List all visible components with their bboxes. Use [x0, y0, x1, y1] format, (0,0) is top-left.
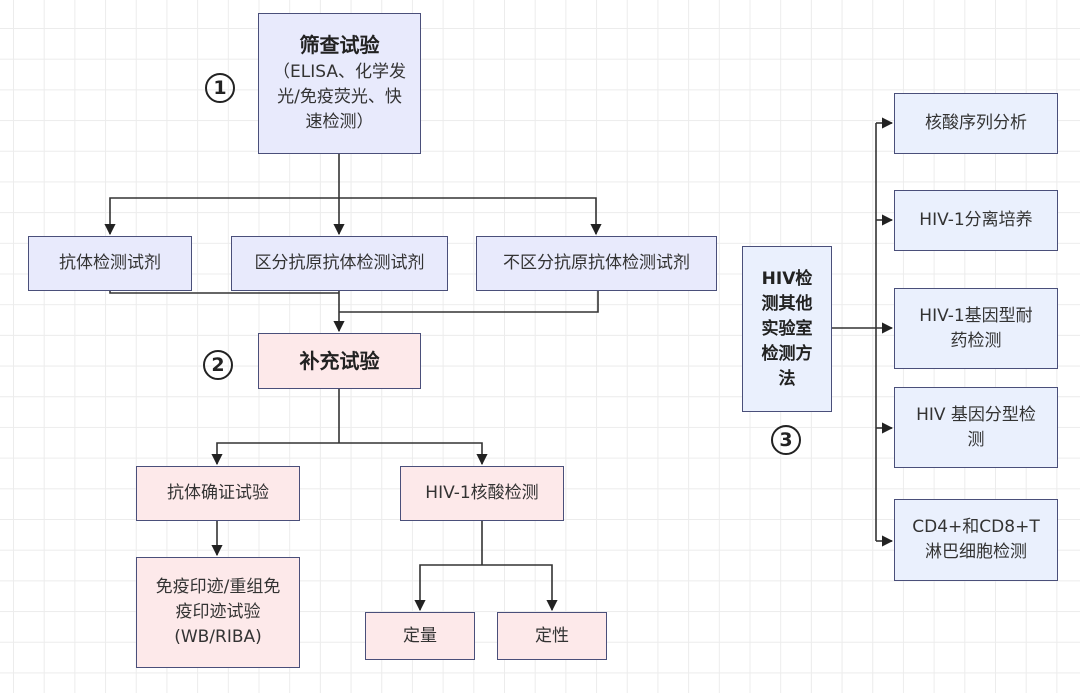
genotyping-node[interactable]: HIV 基因分型检 测: [894, 387, 1058, 468]
nucleic-test-label: HIV-1核酸检测: [425, 483, 539, 503]
genotyping-line: 测: [967, 429, 985, 450]
screening-title: 筛查试验: [299, 32, 380, 57]
nondistinguish-reagent-node[interactable]: 不区分抗原抗体检测试剂: [476, 236, 717, 291]
connector-to-antibody-confirm: [211, 442, 339, 466]
wb-line: (WB/RIBA): [174, 627, 262, 647]
other-methods-line: 实验室: [761, 318, 813, 339]
sequence-analysis-node[interactable]: 核酸序列分析: [894, 93, 1058, 154]
screening-detail-line: （ELISA、化学发: [273, 61, 406, 82]
antibody-reagent-node[interactable]: 抗体检测试剂: [28, 236, 192, 291]
cd4-cd8-line: 淋巴细胞检测: [925, 542, 1027, 562]
connector-to-quantitative: [414, 564, 482, 612]
distinguish-reagent-node[interactable]: 区分抗原抗体检测试剂: [231, 236, 448, 291]
sequence-analysis-label: 核酸序列分析: [925, 113, 1027, 133]
nucleic-test-node[interactable]: HIV-1核酸检测: [400, 466, 564, 521]
qualitative-node[interactable]: 定性: [497, 612, 607, 660]
other-methods-line: HIV检: [761, 268, 813, 289]
antibody-confirm-node[interactable]: 抗体确证试验: [136, 466, 300, 521]
connector-nondistinguish-to-supp: [339, 290, 599, 313]
other-methods-node[interactable]: HIV检 测其他 实验室 检测方 法: [742, 246, 832, 412]
isolation-culture-label: HIV-1分离培养: [919, 210, 1033, 230]
step-marker-3: 3: [771, 425, 801, 455]
wb-line: 疫印迹试验: [175, 602, 261, 622]
step-marker-1: 1: [205, 73, 235, 103]
connector-to-nondistinguish-reagent: [339, 197, 602, 236]
quantitative-label: 定量: [403, 625, 437, 646]
quantitative-node[interactable]: 定量: [365, 612, 475, 660]
antibody-reagent-label: 抗体检测试剂: [59, 253, 161, 273]
other-methods-line: 测其他: [761, 293, 813, 314]
qualitative-label: 定性: [535, 625, 569, 646]
distinguish-reagent-label: 区分抗原抗体检测试剂: [254, 253, 425, 273]
nondistinguish-reagent-label: 不区分抗原抗体检测试剂: [503, 253, 690, 273]
screening-test-node[interactable]: 筛查试验 （ELISA、化学发 光/免疫荧光、快 速检测）: [258, 13, 421, 154]
cd4-cd8-line: CD4+和CD8+T: [912, 517, 1040, 537]
drug-resistance-node[interactable]: HIV-1基因型耐 药检测: [894, 288, 1058, 369]
screening-detail-line: 光/免疫荧光、快: [277, 86, 402, 107]
drug-resistance-line: HIV-1基因型耐: [919, 305, 1033, 326]
isolation-culture-node[interactable]: HIV-1分离培养: [894, 190, 1058, 251]
supplementary-title: 补充试验: [299, 348, 380, 373]
western-blot-node[interactable]: 免疫印迹/重组免 疫印迹试验 (WB/RIBA): [136, 557, 300, 668]
supplementary-test-node[interactable]: 补充试验: [258, 333, 421, 389]
step-marker-2: 2: [203, 350, 233, 380]
antibody-confirm-label: 抗体确证试验: [167, 483, 269, 503]
other-methods-line: 法: [778, 368, 796, 389]
cd4-cd8-node[interactable]: CD4+和CD8+T 淋巴细胞检测: [894, 499, 1058, 581]
wb-line: 免疫印迹/重组免: [155, 577, 281, 597]
screening-detail-line: 速检测）: [305, 111, 374, 132]
connector-to-nucleic: [339, 442, 488, 466]
connector-to-antibody-reagent: [104, 197, 339, 236]
genotyping-line: HIV 基因分型检: [916, 404, 1036, 425]
other-methods-line: 检测方: [761, 343, 813, 364]
drug-resistance-line: 药检测: [950, 330, 1002, 351]
connector-to-qualitative: [482, 564, 558, 612]
